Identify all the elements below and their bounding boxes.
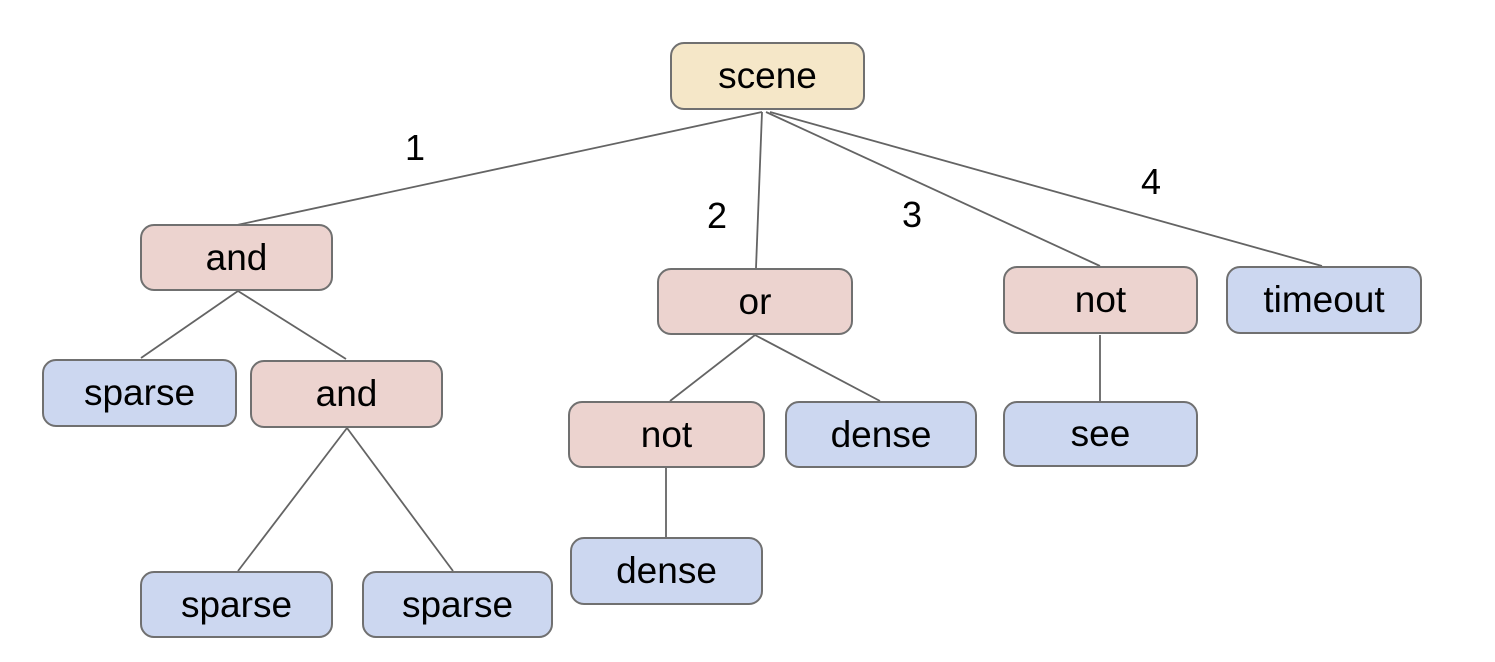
node-scene: scene: [670, 42, 865, 110]
node-sparse-3: sparse: [362, 571, 553, 638]
edge-label-4: 4: [1140, 161, 1162, 202]
edge-and-2-sparse-2: [237, 427, 348, 572]
edge-label-2: 2: [706, 195, 728, 236]
node-sparse-2: sparse: [140, 571, 333, 638]
edge-and-1-and-2: [237, 290, 347, 360]
edge-label-3: 3: [901, 194, 923, 235]
node-not-2: not: [1003, 266, 1198, 334]
node-not-1: not: [568, 401, 765, 468]
edge-and-2-sparse-3: [346, 427, 454, 572]
edge-scene-and-1: [236, 111, 763, 226]
node-timeout-1: timeout: [1226, 266, 1422, 334]
edge-label-1: 1: [404, 127, 426, 168]
edge-and-1-sparse-1: [140, 290, 239, 359]
node-dense-2: dense: [570, 537, 763, 605]
edge-scene-timeout-1: [769, 111, 1323, 267]
edge-scene-not-2: [765, 111, 1101, 267]
node-sparse-1: sparse: [42, 359, 237, 427]
edge-scene-or-1: [755, 111, 763, 269]
node-see-1: see: [1003, 401, 1198, 467]
node-or-1: or: [657, 268, 853, 335]
edge-or-1-dense-1: [754, 334, 881, 402]
node-and-2: and: [250, 360, 443, 428]
node-dense-1: dense: [785, 401, 977, 468]
edge-or-1-not-1: [669, 334, 756, 402]
node-and-1: and: [140, 224, 333, 291]
